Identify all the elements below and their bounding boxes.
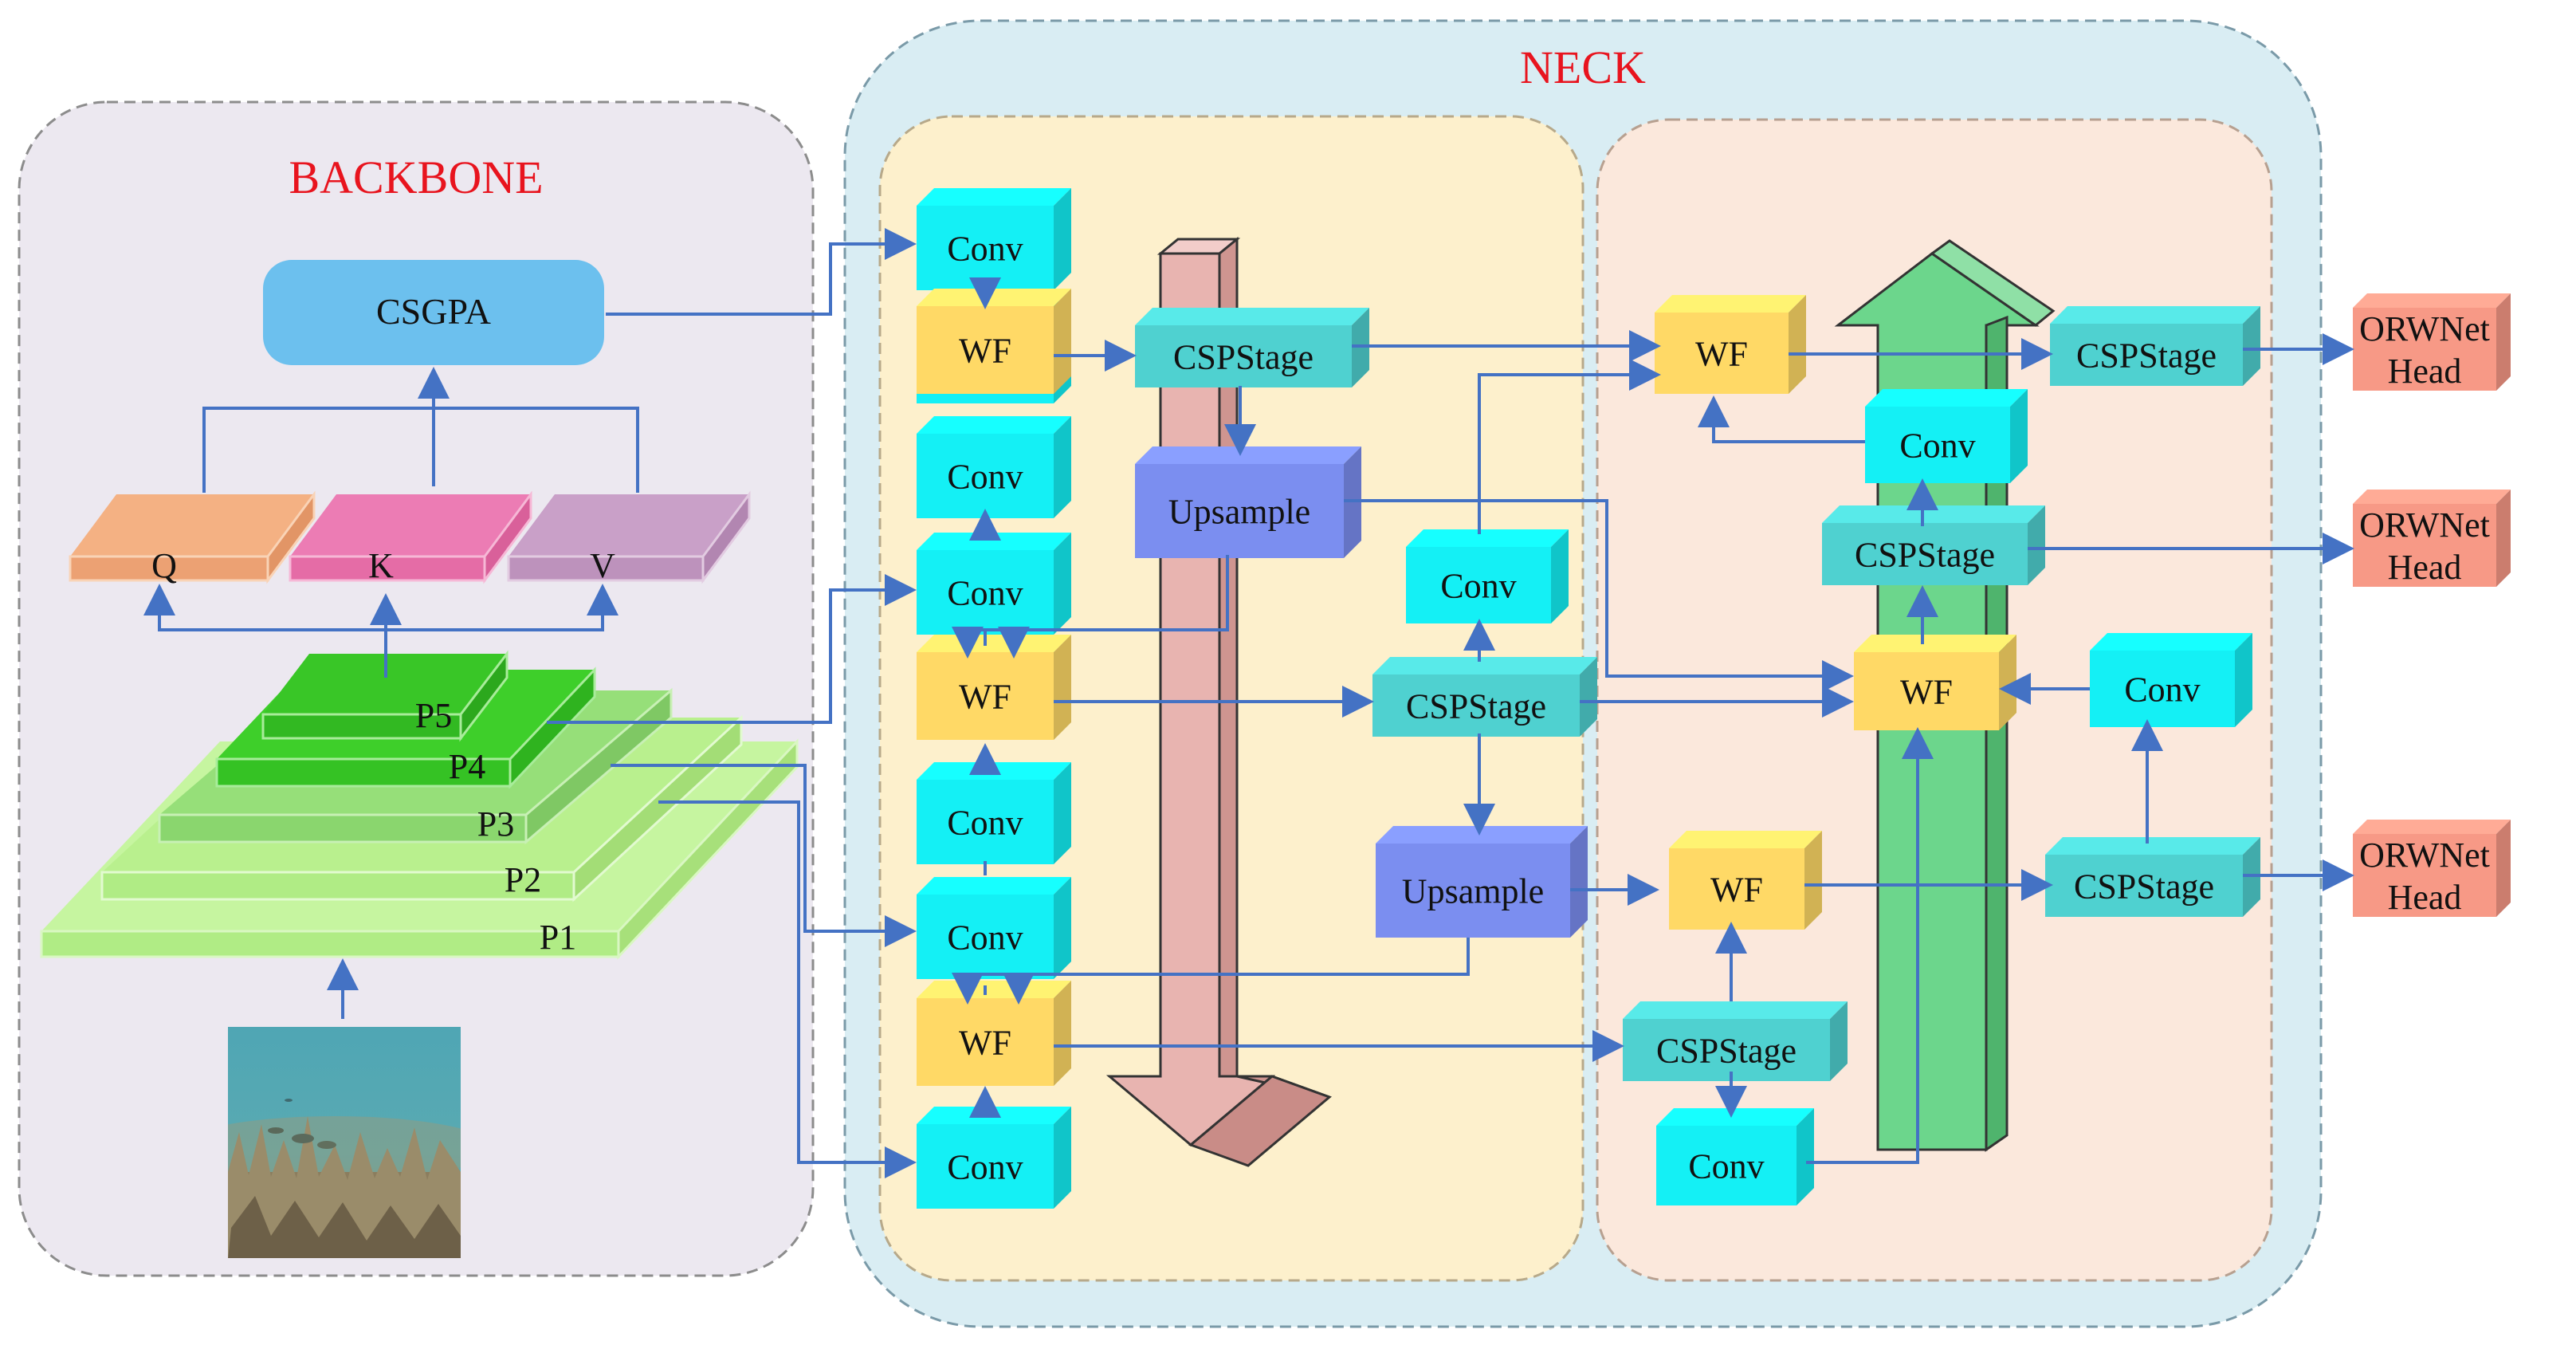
label-p1: P1 (540, 918, 576, 957)
conv-1-label: Conv (947, 229, 1023, 268)
label-csgpa: CSGPA (376, 291, 491, 332)
label-p3: P3 (477, 804, 514, 844)
orwnet-head-2-label-2: Head (2388, 548, 2462, 587)
upsample-1: Upsample (1135, 446, 1361, 558)
label-q: Q (151, 546, 177, 585)
conv-7-label: Conv (947, 1147, 1023, 1186)
cspstage-2: CSPStage (1372, 657, 1597, 737)
wf-left-2: WF (917, 635, 1071, 740)
cspstage-6-label: CSPStage (2074, 867, 2214, 906)
wf-top-right-label: WF (1695, 334, 1748, 373)
wf-left-3-label: WF (959, 1023, 1011, 1062)
conv-5-label: Conv (947, 803, 1023, 842)
level-p5 (261, 650, 509, 742)
conv-bottom: Conv (1656, 1108, 1814, 1205)
label-p2: P2 (505, 860, 541, 899)
label-p5: P5 (415, 696, 452, 735)
wf-center-label: WF (1900, 672, 1953, 711)
conv-4-label: Conv (947, 573, 1023, 612)
conv-5: Conv (917, 762, 1071, 864)
wf-lower-label: WF (1710, 870, 1763, 909)
wf-left-1: WF (917, 289, 1071, 394)
conv-4: Conv (917, 533, 1071, 635)
label-p4: P4 (449, 747, 485, 786)
cspstage-1-label: CSPStage (1173, 337, 1314, 376)
backbone-pyramid: P5 P4 P3 P2 P1 (40, 650, 799, 960)
cspstage-5-label: CSPStage (2076, 336, 2217, 375)
conv-3-label: Conv (947, 457, 1023, 496)
q-slab: Q (69, 490, 316, 585)
wf-left-3: WF (917, 981, 1071, 1086)
orwnet-head-3-label-2: Head (2388, 878, 2462, 917)
v-slab: V (507, 490, 751, 585)
conv-right: Conv (2090, 633, 2252, 727)
conv-6: Conv (917, 877, 1071, 979)
conv-upper-right-label: Conv (1899, 426, 1975, 465)
cspstage-5: CSPStage (2050, 306, 2260, 386)
neck-title: NECK (1520, 41, 1646, 93)
backbone-title: BACKBONE (289, 151, 543, 203)
cspstage-3-label: CSPStage (1656, 1031, 1797, 1070)
wf-left-1-label: WF (959, 331, 1011, 370)
conv-6-label: Conv (947, 918, 1023, 957)
conv-right-label: Conv (2124, 670, 2200, 709)
upsample-2: Upsample (1376, 826, 1588, 938)
conv-7: Conv (917, 1107, 1071, 1209)
label-k: K (368, 546, 394, 585)
conv-3: Conv (917, 416, 1071, 518)
wf-center: WF (1854, 635, 2016, 730)
orwnet-head-1-label-2: Head (2388, 352, 2462, 391)
cspstage-4-label: CSPStage (1855, 535, 1995, 574)
orwnet-head-3-label-1: ORWNet (2359, 836, 2490, 875)
conv-1: Conv (917, 188, 1071, 290)
label-v: V (590, 546, 615, 585)
csgpa-block: CSGPA (263, 260, 604, 365)
cspstage-2-label: CSPStage (1406, 686, 1546, 726)
wf-top-right: WF (1655, 295, 1806, 394)
orwnet-head-1-label-1: ORWNet (2359, 309, 2490, 348)
k-slab: K (289, 490, 532, 585)
conv-upper-right: Conv (1865, 389, 2028, 483)
conv-mid: Conv (1406, 529, 1569, 623)
input-image (228, 1027, 461, 1258)
cspstage-4: CSPStage (1822, 505, 2045, 585)
cspstage-3: CSPStage (1623, 1001, 1848, 1081)
cspstage-1: CSPStage (1135, 308, 1369, 387)
connection-arrows (143, 228, 2354, 1178)
wf-left-2-label: WF (959, 677, 1011, 716)
conv-bottom-label: Conv (1688, 1146, 1764, 1186)
wf-lower: WF (1669, 831, 1822, 930)
orwnet-head-2-label-1: ORWNet (2359, 505, 2490, 545)
cspstage-6: CSPStage (2045, 837, 2260, 917)
conv-mid-label: Conv (1440, 566, 1516, 605)
upsample-1-label: Upsample (1168, 492, 1310, 531)
upsample-2-label: Upsample (1402, 871, 1544, 910)
